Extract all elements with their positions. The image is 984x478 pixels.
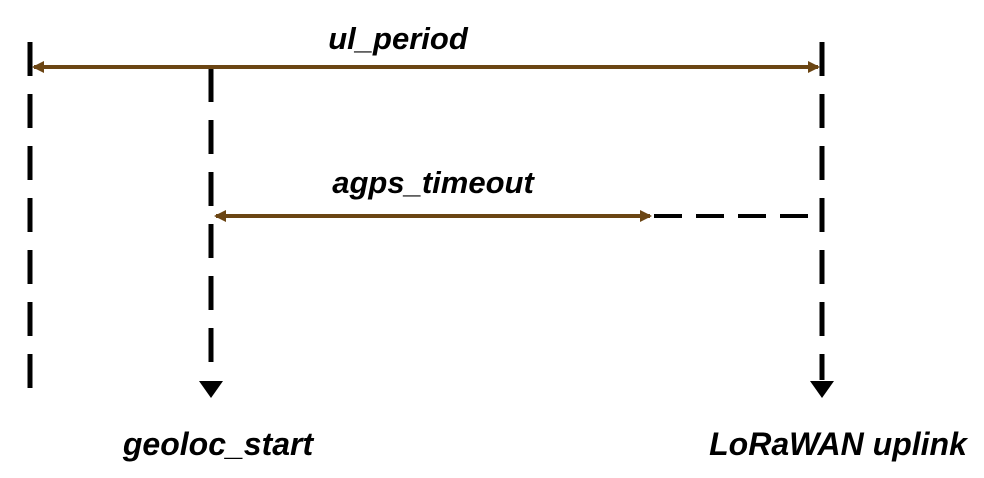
lorawan-uplink-label: LoRaWAN uplink [709, 426, 969, 462]
geoloc-start-arrowhead [199, 381, 223, 398]
lorawan-uplink-arrowhead [810, 381, 834, 398]
agps-timeout-label: agps_timeout [332, 165, 535, 200]
geoloc-start-label: geoloc_start [122, 426, 315, 462]
ul-period-label: ul_period [328, 21, 469, 56]
